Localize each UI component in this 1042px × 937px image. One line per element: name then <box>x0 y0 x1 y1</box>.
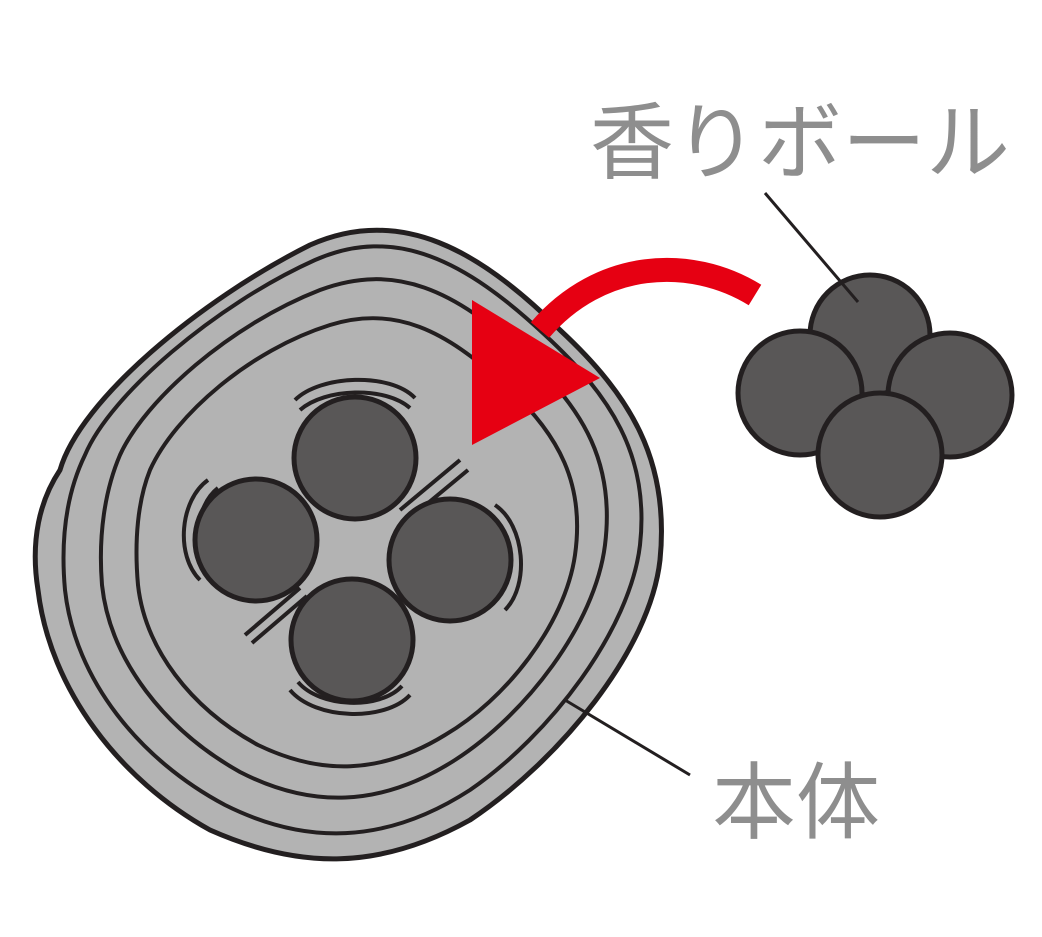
body-basin <box>134 316 580 769</box>
device-body <box>32 227 664 862</box>
slot-left <box>181 478 210 582</box>
leader-line-body <box>564 698 691 777</box>
slot-center-lower <box>243 586 302 637</box>
installed-ball-top <box>291 394 419 522</box>
arrow-shaft <box>530 257 762 338</box>
slot-top <box>293 377 417 402</box>
scent-ball-cluster <box>735 272 1015 520</box>
installed-balls <box>192 394 514 704</box>
slot-top-inner <box>298 390 412 412</box>
installed-ball-left <box>192 476 320 604</box>
arrow-head <box>472 300 600 445</box>
slot-center-upper <box>398 458 462 512</box>
label-body: 本体 <box>712 754 880 852</box>
scent-ball-icon <box>815 390 945 520</box>
installed-ball-right <box>386 496 514 624</box>
curved-arrow-icon <box>472 257 762 445</box>
leader-line-scent-balls <box>763 192 860 303</box>
slot-center-lower-b <box>250 594 309 645</box>
installed-ball-bottom <box>288 576 416 704</box>
slot-right <box>493 503 523 612</box>
label-scent-balls: 香りボール <box>590 94 1010 192</box>
slot-bottom <box>288 688 412 716</box>
